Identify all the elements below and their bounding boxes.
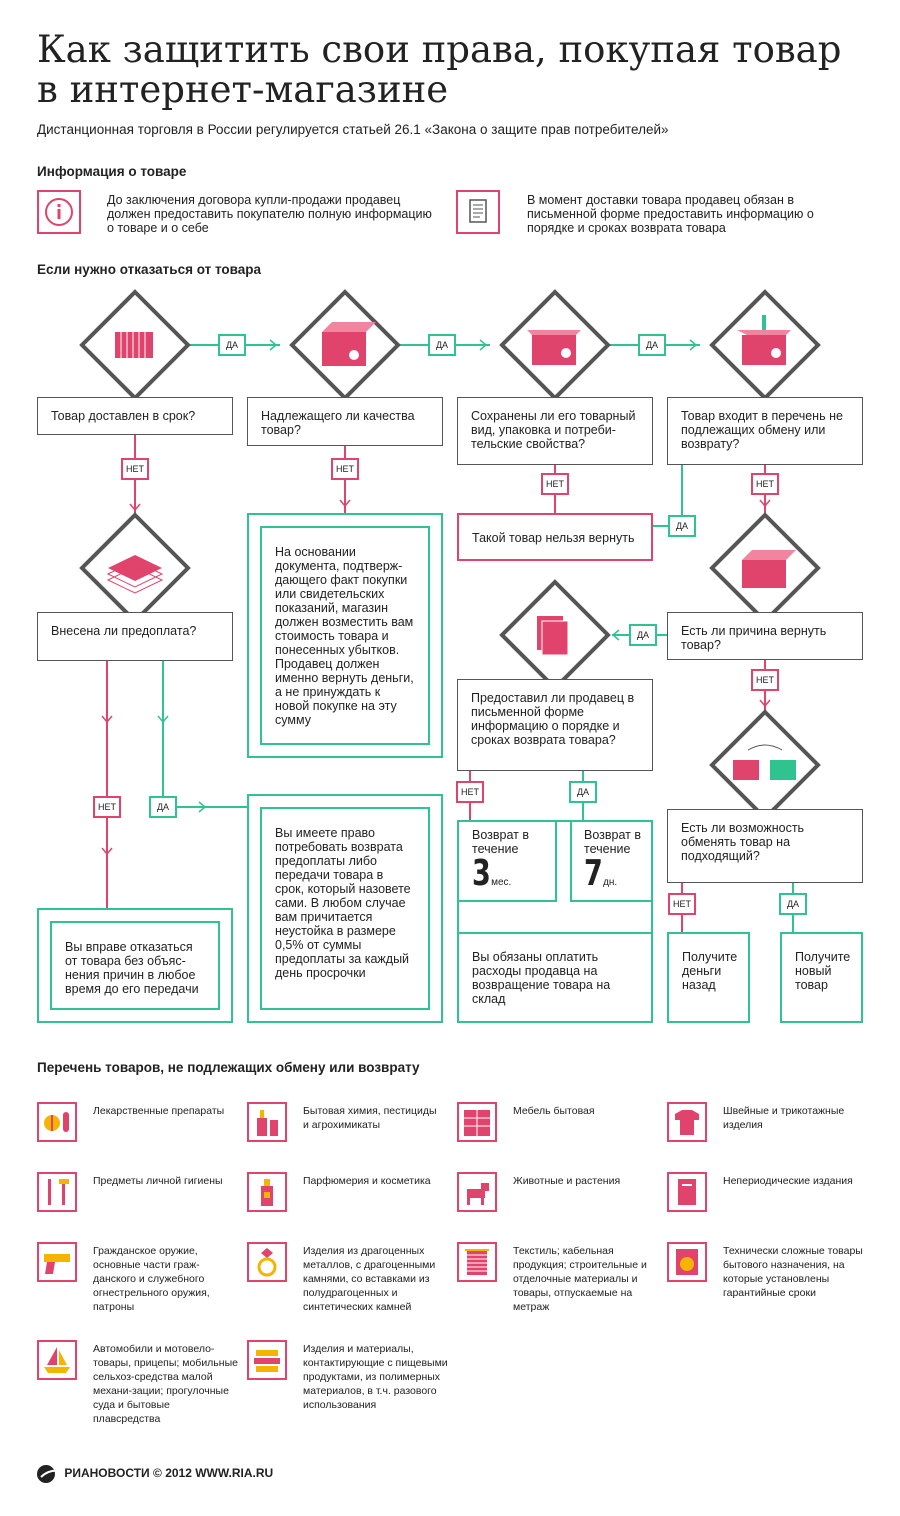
result-refuse: Вы вправе отказаться от товара без объяс… <box>50 921 220 1010</box>
result-pay-costs: Вы обязаны оплатить расходы продавца на … <box>457 932 653 1023</box>
result-quality: На основании документа, подтверж-дающего… <box>260 526 430 745</box>
return-unit-3: мес. <box>491 877 512 888</box>
perfume-icon <box>247 1172 287 1212</box>
yes-tag: ДА <box>638 334 666 356</box>
no-tag: НЕТ <box>751 669 779 691</box>
question-reason-to-return: Есть ли причина вернуть товар? <box>667 612 863 660</box>
list-item-text: Технически сложные товары бытового назна… <box>723 1245 863 1299</box>
list-item-text: Швейные и трикотажные изделия <box>723 1105 845 1131</box>
question-written-info: Предоставил ли продавец в письменной фор… <box>457 679 653 771</box>
spray-bottle-icon <box>247 1102 287 1142</box>
list-item-text: Изделия и материалы, контактирующие с пи… <box>303 1343 448 1411</box>
ria-logo-icon <box>37 1465 62 1483</box>
box-icon-3 <box>737 315 791 365</box>
washing-machine-icon <box>667 1242 707 1282</box>
result-cannot-return: Такой товар нельзя вернуть <box>457 513 653 561</box>
page-subtitle: Дистанционная торговля в России регулиру… <box>37 122 669 137</box>
fabric-roll-icon <box>457 1242 497 1282</box>
footer-copyright: © 2012 WWW.RIA.RU <box>153 1466 274 1481</box>
no-tag: НЕТ <box>456 781 484 803</box>
yes-tag: ДА <box>428 334 456 356</box>
no-tag: НЕТ <box>751 473 779 495</box>
flow-connectors <box>79 289 821 932</box>
return-number-3: 3 <box>472 853 491 894</box>
result-return-7: Возврат в течение 7дн. <box>570 820 653 902</box>
result-money-back: Получите деньги назад <box>667 932 750 1023</box>
list-section-heading: Перечень товаров, не подлежащих обмену и… <box>37 1060 420 1075</box>
yes-tag: ДА <box>218 334 246 356</box>
calendar-icon <box>115 332 153 358</box>
question-proper-quality: Надлежащего ли качества товар? <box>247 397 443 446</box>
list-item-text: Парфюмерия и косметика <box>303 1175 431 1187</box>
result-prepaid: Вы имеете право потребовать возврата пре… <box>260 807 430 1010</box>
yes-tag: ДА <box>668 515 696 537</box>
box-icon-4 <box>742 550 796 588</box>
question-exchange-possible: Есть ли возможность обменять товар на по… <box>667 809 863 883</box>
question-in-exclusion-list: Товар входит в перечень не подлежащих об… <box>667 397 863 465</box>
book-icon <box>667 1172 707 1212</box>
result-return-3: Возврат в течение 3мес. <box>457 820 557 902</box>
list-item-text: Текстиль; кабельная продукция; строитель… <box>513 1245 647 1313</box>
yes-tag: ДА <box>149 796 177 818</box>
document-icon <box>456 190 500 234</box>
food-container-icon <box>247 1340 287 1380</box>
list-item-text: Бытовая химия, пестициды и агрохимикаты <box>303 1105 437 1131</box>
money-stack-icon <box>106 555 164 594</box>
info-section-heading: Информация о товаре <box>37 164 187 179</box>
documents-icon <box>537 616 569 656</box>
furniture-icon <box>457 1102 497 1142</box>
return-number-7: 7 <box>584 853 603 894</box>
no-tag: НЕТ <box>93 796 121 818</box>
flow-section-heading: Если нужно отказаться от товара <box>37 262 262 277</box>
list-item-text: Лекарственные препараты <box>93 1105 225 1117</box>
page-title: Как защитить свои права, покупая товар в… <box>37 28 842 111</box>
box-icon-2 <box>527 330 581 365</box>
ring-icon <box>247 1242 287 1282</box>
dog-icon <box>457 1172 497 1212</box>
pistol-icon <box>37 1242 77 1282</box>
info-text-1: До заключения договора купли-продажи про… <box>107 193 432 235</box>
return-label-7: Возврат в течение <box>584 828 641 856</box>
shirt-icon <box>667 1102 707 1142</box>
toothbrush-icon <box>37 1172 77 1212</box>
list-item-text: Автомобили и мотовело-товары, прицепы; м… <box>93 1343 238 1425</box>
list-item-text: Непериодические издания <box>723 1175 853 1187</box>
footer-logo-text: РИАНОВОСТИ <box>64 1466 150 1481</box>
no-tag: НЕТ <box>541 473 569 495</box>
return-label-3: Возврат в течение <box>472 828 529 856</box>
yes-tag: ДА <box>569 781 597 803</box>
result-new-item: Получите новый товар <box>780 932 863 1023</box>
list-item-text: Предметы личной гигиены <box>93 1175 223 1187</box>
question-condition-preserved: Сохранены ли его товарный вид, упаковка … <box>457 397 653 465</box>
info-icon <box>37 190 81 234</box>
no-tag: НЕТ <box>121 458 149 480</box>
footer: РИАНОВОСТИ © 2012 WWW.RIA.RU <box>37 1465 273 1483</box>
yes-tag: ДА <box>629 624 657 646</box>
boat-icon <box>37 1340 77 1380</box>
box-icon-1 <box>322 322 376 366</box>
yes-tag: ДА <box>779 893 807 915</box>
no-tag: НЕТ <box>668 893 696 915</box>
list-item-text: Мебель бытовая <box>513 1105 595 1117</box>
exchange-icon <box>733 744 796 780</box>
return-unit-7: дн. <box>603 877 618 888</box>
question-prepaid: Внесена ли предоплата? <box>37 612 233 661</box>
list-item-text: Животные и растения <box>513 1175 621 1187</box>
question-delivered-on-time: Товар доставлен в срок? <box>37 397 233 435</box>
list-item-text: Изделия из драгоценных металлов, с драго… <box>303 1245 436 1313</box>
pills-icon <box>37 1102 77 1142</box>
list-item-text: Гражданское оружие, основные части граж-… <box>93 1245 210 1313</box>
no-tag: НЕТ <box>331 458 359 480</box>
info-text-2: В момент доставки товара продавец обязан… <box>527 193 814 235</box>
